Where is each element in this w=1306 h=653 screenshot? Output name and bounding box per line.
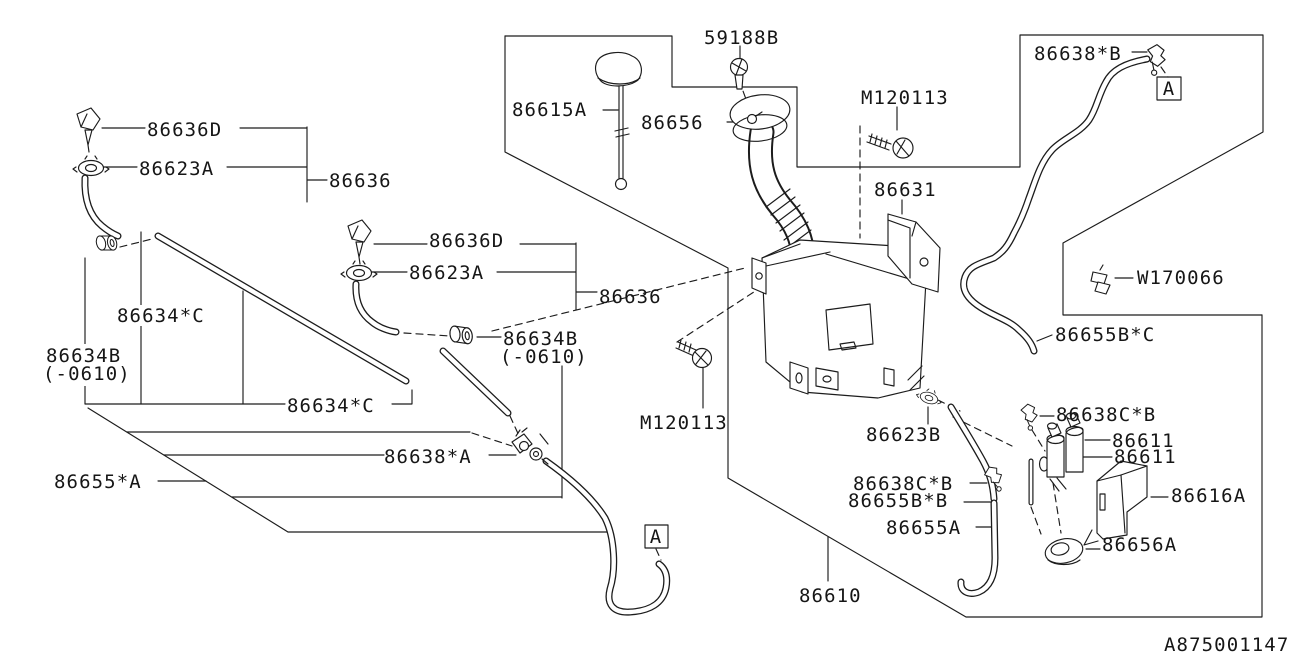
- part-label-86623A-rear[interactable]: 86623A: [409, 262, 484, 284]
- part-label-86611-b[interactable]: 86611: [1114, 446, 1177, 468]
- hose-rear-86634: [439, 347, 512, 417]
- part-label-M120113-bottom[interactable]: M120113: [640, 412, 728, 434]
- label-backing: [112, 305, 222, 326]
- part-label-86636D-rear[interactable]: 86636D: [429, 230, 504, 252]
- part-label-86638CB-left[interactable]: 86638C*B: [853, 473, 953, 495]
- part-label-86623B[interactable]: 86623B: [866, 424, 941, 446]
- part-label-86615A[interactable]: 86615A: [512, 99, 587, 121]
- nozzle-icon-rear: [347, 219, 372, 265]
- part-label-86634B-left-range: (-0610): [43, 363, 131, 385]
- grommet-ring-86656A: [1044, 538, 1084, 566]
- washer-hoses: [81, 55, 1151, 616]
- diagram-id: A875001147: [1164, 634, 1289, 653]
- washer-pumps-86611: [1038, 412, 1084, 492]
- dashed-reference-lines: [119, 66, 1169, 561]
- hose-to-ref-a: [542, 457, 671, 616]
- part-label-86616A[interactable]: 86616A: [1171, 485, 1246, 507]
- leader-lines: [101, 45, 1169, 582]
- screw-59188B: [729, 57, 749, 90]
- bolt-m120113-bottom: [675, 339, 713, 369]
- label-backing: [40, 344, 140, 386]
- part-label-86656[interactable]: 86656: [641, 112, 704, 134]
- joint-icon-86638A: [511, 427, 549, 465]
- part-label-86623A-front[interactable]: 86623A: [139, 158, 214, 180]
- ref-box-a-bottom[interactable]: A: [644, 524, 669, 549]
- hose-front-86634C: [154, 232, 410, 385]
- part-label-86634C-lower[interactable]: 86634*C: [287, 395, 375, 417]
- part-label-86656A[interactable]: 86656A: [1102, 534, 1177, 556]
- part-label-86631[interactable]: 86631: [874, 179, 937, 201]
- part-label-86634C-upper[interactable]: 86634*C: [117, 305, 205, 327]
- cap-tether: [746, 113, 758, 125]
- nozzle-icon-front: [76, 107, 101, 153]
- hose-elbow-center: [352, 280, 400, 336]
- bolt-m120113-top: [866, 133, 914, 159]
- hose-86655BC: [960, 55, 1151, 355]
- clip-icon-W170066: [1090, 264, 1111, 295]
- part-label-59188B[interactable]: 59188B: [704, 27, 779, 49]
- pump-cover-86616A: [1083, 460, 1148, 546]
- part-label-86611-a[interactable]: 86611: [1112, 430, 1175, 452]
- region-border-lines: [84, 34, 1264, 618]
- washer-tank-86610: [751, 239, 927, 399]
- part-label-86634B-center[interactable]: 86634B: [503, 328, 578, 350]
- tank-bracket-86631: [887, 213, 941, 293]
- part-label-86638A[interactable]: 86638*A: [384, 446, 472, 468]
- part-label-86655BC[interactable]: 86655B*C: [1055, 324, 1155, 346]
- part-label-W170066[interactable]: W170066: [1137, 267, 1225, 289]
- part-label-86610[interactable]: 86610: [799, 585, 862, 607]
- part-label-86638CB-top[interactable]: 86638C*B: [1056, 404, 1156, 426]
- grommet-icon-86623B: [914, 385, 945, 408]
- part-label-86655BB[interactable]: 86655B*B: [848, 490, 948, 512]
- part-label-86655A[interactable]: 86655A: [886, 517, 961, 539]
- part-label-M120113-top[interactable]: M120113: [861, 87, 949, 109]
- part-label-86636-rear[interactable]: 86636: [599, 286, 662, 308]
- washer-cap-mast-86615A: [594, 51, 642, 191]
- grommet-icon-86623A-rear: [340, 260, 378, 282]
- part-label-86655A-hose[interactable]: 86655*A: [54, 471, 142, 493]
- part-labels: 59188B 86638*B 86615A 86656 M120113 8663…: [40, 27, 1246, 607]
- part-label-86638B[interactable]: 86638*B: [1034, 43, 1122, 65]
- clamp-icon-86638CB-top: [1020, 403, 1038, 431]
- tube-86655A: [957, 499, 999, 597]
- part-label-86634B-left[interactable]: 86634B: [46, 345, 121, 367]
- part-label-86636-front[interactable]: 86636: [329, 170, 392, 192]
- hose-elbow-left: [81, 174, 122, 240]
- part-label-86634B-center-range: (-0610): [500, 346, 588, 368]
- grommet-icon-86623A-front: [72, 155, 110, 177]
- hose-86655BB: [947, 403, 998, 503]
- ref-box-a-top-label: A: [1163, 78, 1176, 100]
- part-label-86636D-front[interactable]: 86636D: [147, 119, 222, 141]
- filler-neck-86656: [729, 94, 816, 273]
- bushing-icon-86634B-rear: [448, 323, 474, 347]
- ref-box-a-bottom-label: A: [650, 526, 663, 548]
- ref-box-a-top[interactable]: A: [1156, 76, 1182, 101]
